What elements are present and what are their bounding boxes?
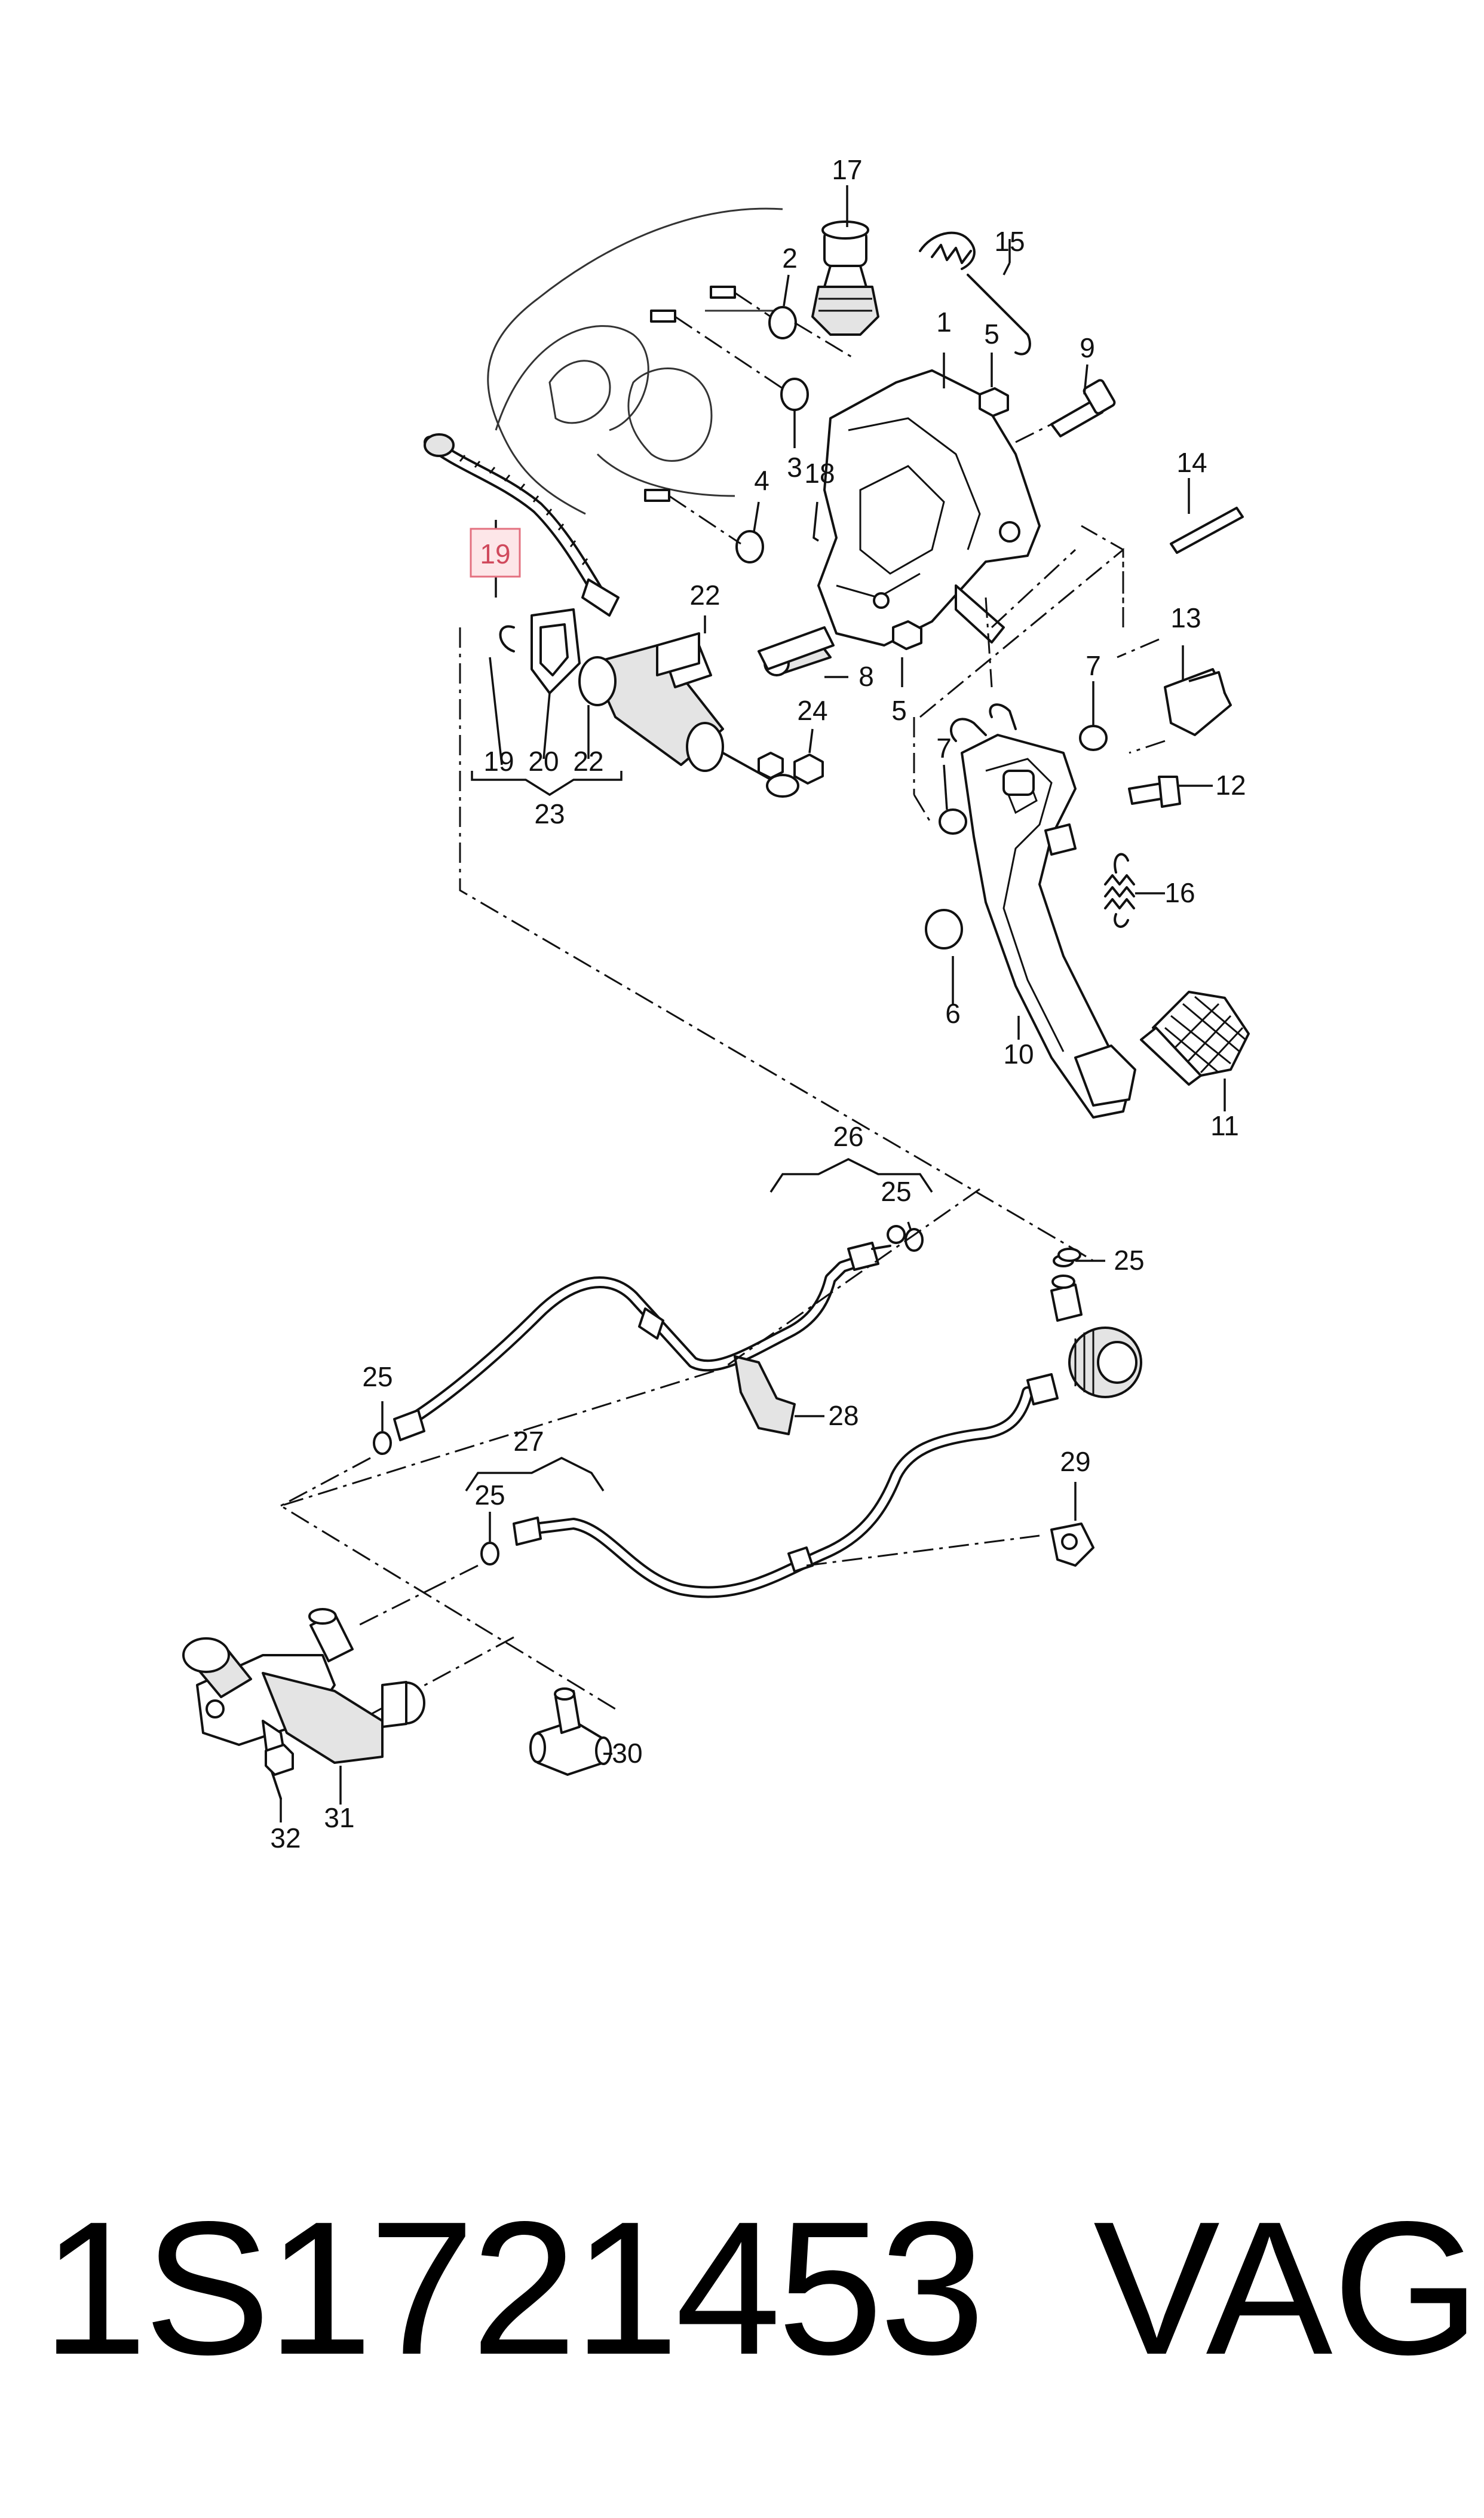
callout-27: 27 <box>513 1426 544 1457</box>
callout-3: 3 <box>787 452 802 483</box>
callout-4: 4 <box>754 465 769 496</box>
callout-8: 8 <box>858 661 874 692</box>
callout-19: 19 <box>480 538 510 569</box>
pedal-pad-11 <box>1140 991 1250 1086</box>
leader-lines <box>280 185 1226 1822</box>
callout-22-top: 22 <box>689 580 720 611</box>
callout-30: 30 <box>612 1738 642 1769</box>
firewall-background-outline <box>487 207 783 515</box>
callout-19-highlight <box>470 528 521 578</box>
clip-14 <box>1170 507 1244 554</box>
callout-32: 32 <box>270 1822 301 1854</box>
clip-28 <box>734 1355 796 1435</box>
lower-boundary-lines <box>278 1188 1040 1722</box>
callout-23: 23 <box>534 798 565 829</box>
callout-17: 17 <box>832 154 862 185</box>
clutch-switch-17 <box>811 220 879 336</box>
bolt-9 <box>1015 379 1116 443</box>
callout-28: 28 <box>828 1400 858 1431</box>
nuts-5 <box>892 387 1009 650</box>
callout-11: 11 <box>1210 1110 1239 1141</box>
callout-10: 10 <box>1003 1039 1034 1070</box>
pedal-bracket <box>817 369 1041 647</box>
callout-25-c: 25 <box>362 1361 393 1392</box>
callout-6: 6 <box>945 998 961 1029</box>
callout-24: 24 <box>797 695 827 726</box>
callout-15: 15 <box>994 226 1025 257</box>
callout-22-bottom: 22 <box>573 746 603 777</box>
hydraulic-line-26 <box>393 1225 906 1441</box>
callout-18: 18 <box>804 458 835 489</box>
callout-numbers: 17 2 15 1 5 9 3 4 18 14 19 22 13 8 7 24 … <box>270 154 1246 1854</box>
callout-9: 9 <box>1080 332 1095 363</box>
callout-20: 19 <box>483 746 514 777</box>
callout-25-b: 25 <box>1114 1245 1144 1276</box>
callout-29: 29 <box>1060 1446 1090 1477</box>
callout-26: 26 <box>833 1121 863 1152</box>
callout-25-a: 25 <box>881 1176 911 1207</box>
part-number: 1S1721453 <box>42 2182 985 2394</box>
callout-31: 31 <box>324 1802 354 1833</box>
hydraulic-line-27 <box>513 1386 1034 1598</box>
callout-5-bottom: 5 <box>891 695 907 726</box>
pedal-small-parts <box>925 668 1232 949</box>
callout-7-top: 7 <box>1086 650 1101 681</box>
callout-16: 16 <box>1164 877 1195 908</box>
callout-1: 1 <box>936 307 952 338</box>
callout-25-d: 25 <box>474 1479 505 1511</box>
pushrod-8 <box>758 626 835 670</box>
clamp-29 <box>1050 1523 1094 1567</box>
return-spring-15 <box>919 231 1031 356</box>
callout-7-bottom: 7 <box>936 733 952 764</box>
clutch-pedal-10 <box>949 703 1136 1119</box>
callout-2: 2 <box>782 243 798 274</box>
seal-rings-25 <box>373 1228 1081 1566</box>
exploded-parts-diagram: 17 2 15 1 5 9 3 4 18 14 19 22 13 8 7 24 … <box>182 154 1250 1854</box>
grouping-brackets <box>465 771 933 1491</box>
callout-14: 14 <box>1176 447 1207 478</box>
callout-13: 13 <box>1170 602 1201 633</box>
t-connector-30 <box>529 1687 612 1776</box>
part-caption: 1S1721453 VAG <box>0 2163 1484 2414</box>
callout-21: 20 <box>528 746 559 777</box>
hydraulic-hose-19 <box>424 433 620 617</box>
quick-connector <box>1026 1254 1142 1405</box>
slave-cylinder-31 <box>182 1608 425 1800</box>
callout-5-top: 5 <box>984 318 999 350</box>
bushings <box>644 286 855 563</box>
brand-name: VAG <box>1093 2182 1480 2394</box>
callout-12: 12 <box>1215 770 1246 801</box>
